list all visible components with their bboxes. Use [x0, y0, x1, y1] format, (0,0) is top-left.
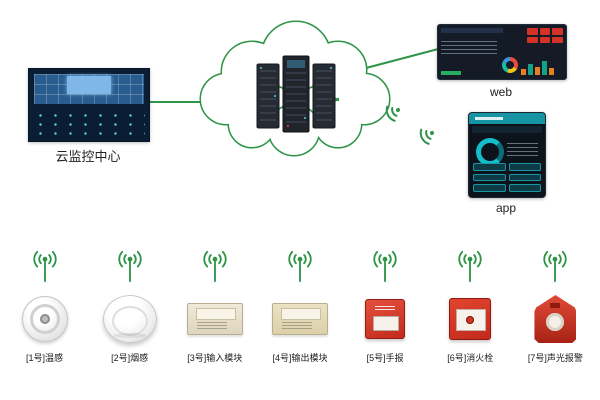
- device-column-6: [6号]消火栓: [428, 250, 513, 364]
- red-button: [527, 28, 538, 35]
- device-slot: [21, 293, 68, 345]
- device-column-2: [2号]烟感: [87, 250, 172, 364]
- wireless-antenna-icon: [117, 250, 142, 283]
- sound-light-alarm-icon: [534, 295, 577, 343]
- app-ring-chart-icon: [476, 138, 504, 166]
- app-button: [508, 184, 541, 192]
- device-label: [3号]输入模块: [187, 353, 243, 363]
- app-subheader: [472, 126, 542, 133]
- hydrant-button-icon: [449, 298, 492, 340]
- output-module-icon: [271, 303, 328, 335]
- dashboard-toolbar: [441, 28, 503, 33]
- red-button: [539, 28, 551, 35]
- device-slot: [271, 293, 328, 345]
- dashboard-text-lines: [441, 38, 497, 56]
- device-label: [7号]声光报警: [527, 353, 583, 363]
- red-buttons-grid: [527, 28, 563, 43]
- device-label: [2号]烟感: [111, 353, 149, 363]
- smoke-detector-icon: [102, 295, 157, 343]
- app-button: [473, 163, 506, 171]
- device-label: [6号]消火栓: [447, 353, 494, 363]
- monitoring-center-label: 云监控中心: [55, 149, 121, 164]
- bar-chart-icon: [521, 60, 561, 75]
- app-button: [473, 184, 506, 192]
- web-label: web: [489, 85, 512, 99]
- red-button: [552, 36, 563, 43]
- app-button: [508, 163, 541, 171]
- app-header-bar: [469, 113, 545, 124]
- device-column-4: [4号]输出模块: [257, 250, 342, 364]
- devices-row: [1号]温感 [2号]烟感 [3号]输入模块 [4号]输出模块: [2, 250, 598, 364]
- donut-chart-icon: [502, 57, 518, 73]
- device-label: [1号]温感: [25, 353, 63, 363]
- device-column-5: [5号]手报: [343, 250, 428, 364]
- app-button: [508, 173, 541, 182]
- app-button-grid: [473, 163, 541, 192]
- monitoring-center-image: [28, 68, 150, 142]
- app-thumbnail: [468, 112, 546, 198]
- wifi-signal-icon: [385, 105, 400, 122]
- red-button: [539, 36, 551, 43]
- device-label: [4号]输出模块: [272, 353, 328, 363]
- wireless-antenna-icon: [32, 250, 57, 283]
- wireless-antenna-icon: [458, 250, 482, 283]
- input-module-icon: [186, 303, 243, 335]
- wireless-antenna-icon: [203, 250, 227, 283]
- device-slot: [449, 293, 492, 345]
- manual-call-point-icon: [365, 299, 406, 339]
- app-button: [473, 173, 506, 182]
- wireless-antenna-icon: [288, 250, 312, 283]
- device-slot: [186, 293, 243, 345]
- device-column-1: [1号]温感: [2, 250, 87, 364]
- device-slot: [102, 293, 157, 345]
- web-dashboard-thumbnail: [437, 24, 567, 80]
- device-column-3: [3号]输入模块: [172, 250, 257, 364]
- dashboard-status-bar: [441, 71, 461, 75]
- wireless-antenna-icon: [373, 250, 397, 283]
- wireless-antenna-icon: [543, 250, 568, 283]
- server-racks-icon: [256, 55, 336, 133]
- console-desks: [33, 111, 145, 137]
- device-label: [5号]手报: [366, 353, 404, 363]
- wifi-signal-icon: [419, 128, 434, 145]
- app-text-lines: [507, 140, 538, 156]
- device-column-7: [7号]声光报警: [513, 250, 598, 364]
- red-button: [527, 36, 538, 43]
- connection-line-cloud-web: [365, 47, 443, 69]
- main-screen: [67, 76, 111, 94]
- device-slot: [365, 293, 406, 345]
- heat-detector-icon: [21, 296, 68, 342]
- device-slot: [534, 293, 577, 345]
- red-button: [552, 28, 563, 35]
- app-label: app: [495, 201, 517, 215]
